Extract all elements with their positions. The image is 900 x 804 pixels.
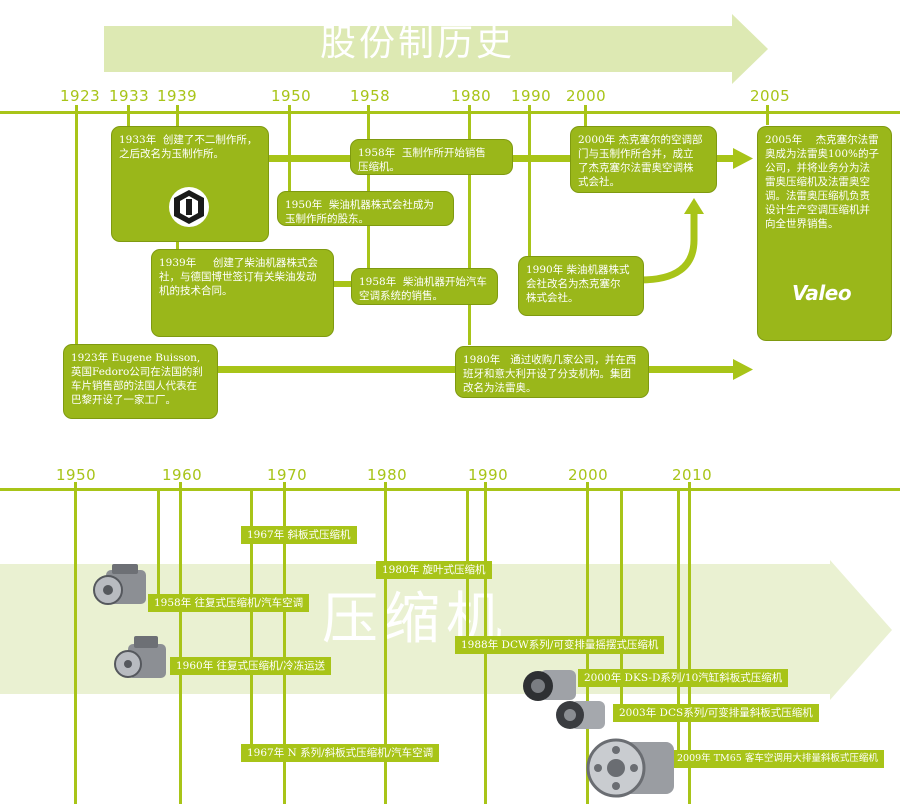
compressor-event-1960-recip: 1960年 往复式压缩机/冷冻运送: [170, 657, 332, 675]
decade-tick-1960: [179, 482, 182, 804]
event-1958-compressor-sales: 1958年 玉制作所开始销售 压缩机。: [350, 139, 513, 175]
decade-label-1950: 1950: [56, 466, 97, 484]
decade-label-1970: 1970: [267, 466, 308, 484]
marker-1967: [250, 491, 253, 753]
year-label-1950: 1950: [271, 87, 312, 105]
compressor-event-1958-recip: 1958年 往复式压缩机/汽车空调: [148, 594, 310, 612]
compressor-icon: [93, 564, 146, 605]
decade-tick-1970: [283, 482, 286, 804]
tick-1990: [528, 105, 531, 265]
bottom-timeline-axis: [0, 488, 900, 491]
event-1939: 1939年 创建了柴油机器株式会 社，与德国博世签订有关柴油发动 机的技术合同。: [151, 249, 334, 337]
event-1980: 1980年 通过收购几家公司，并在西 班牙和意大利开设了分支机构。集团 改名为法…: [455, 346, 649, 398]
compressor-icon: [523, 670, 576, 701]
year-label-1933: 1933: [109, 87, 150, 105]
year-label-2000: 2000: [566, 87, 607, 105]
marker-2008: [677, 491, 680, 761]
compressor-event-1967-swash: 1967年 斜板式压缩机: [241, 526, 357, 544]
year-label-2005: 2005: [750, 87, 791, 105]
compressor-icon: [586, 738, 674, 798]
decade-tick-1950: [74, 482, 77, 804]
event-1958-ac-sales: 1958年 柴油机器开始汽车 空调系统的销售。: [351, 268, 498, 305]
compressor-event-1967-nseries: 1967年 N 系列/斜板式压缩机/汽车空调: [241, 744, 440, 762]
event-2000: 2000年 杰克塞尔的空调部 门与玉制作所合并，成立 了杰克塞尔法雷奥空调株 式…: [570, 126, 717, 193]
compressor-event-2003-dcs: 2003年 DCS系列/可变排量斜板式压缩机: [613, 704, 819, 722]
compressor-icon: [114, 636, 166, 678]
tick-1950: [288, 105, 291, 197]
compressor-event-1980-rotary: 1980年 旋叶式压缩机: [376, 561, 492, 579]
event-1990: 1990年 柴油机器株式 会社改名为杰克塞尔 株式会社。: [518, 256, 644, 316]
year-label-1958: 1958: [350, 87, 391, 105]
decade-label-1990: 1990: [468, 466, 509, 484]
tick-2000: [584, 105, 587, 130]
compressor-event-2000-dksd: 2000年 DKS-D系列/10汽缸斜板式压缩机: [578, 669, 789, 687]
decade-label-1960: 1960: [162, 466, 203, 484]
top-timeline-axis: [0, 111, 900, 114]
tick-1923: [75, 105, 78, 403]
year-label-1923: 1923: [60, 87, 101, 105]
tick-1933: [127, 105, 130, 127]
decade-tick-1980: [384, 482, 387, 804]
compressor-icon: [556, 701, 605, 729]
event-1923: 1923年 Eugene Buisson, 英国Fedoro公司在法国的刹 车片…: [63, 344, 218, 419]
marker-1958: [157, 491, 160, 606]
compressor-event-1988-dcw: 1988年 DCW系列/可变排量摇摆式压缩机: [455, 636, 665, 654]
decade-label-2010: 2010: [672, 466, 713, 484]
tick-2005: [766, 105, 769, 125]
decade-label-1980: 1980: [367, 466, 408, 484]
decade-label-2000: 2000: [568, 466, 609, 484]
compressor-event-2009-tm65: 2009年 TM65 客车空调用大排量斜板式压缩机: [671, 750, 884, 768]
history-title: 股份制历史: [320, 23, 516, 64]
title-arrow-banner: [104, 14, 768, 84]
hexagon-logo-icon: [169, 187, 209, 227]
valeo-logo: Valeo: [792, 281, 852, 305]
tick-1980: [468, 105, 471, 345]
event-1950: 1950年 柴油机器株式会社成为 玉制作所的股东。: [277, 191, 454, 226]
marker-2003: [620, 491, 623, 711]
year-label-1939: 1939: [157, 87, 198, 105]
year-label-1980: 1980: [451, 87, 492, 105]
year-label-1990: 1990: [511, 87, 552, 105]
decade-tick-2010: [688, 482, 691, 804]
event-2005: 2005年 杰克塞尔法雷 奥成为法雷奥100%的子 公司，并将业务分为法 雷奥压…: [757, 126, 892, 341]
